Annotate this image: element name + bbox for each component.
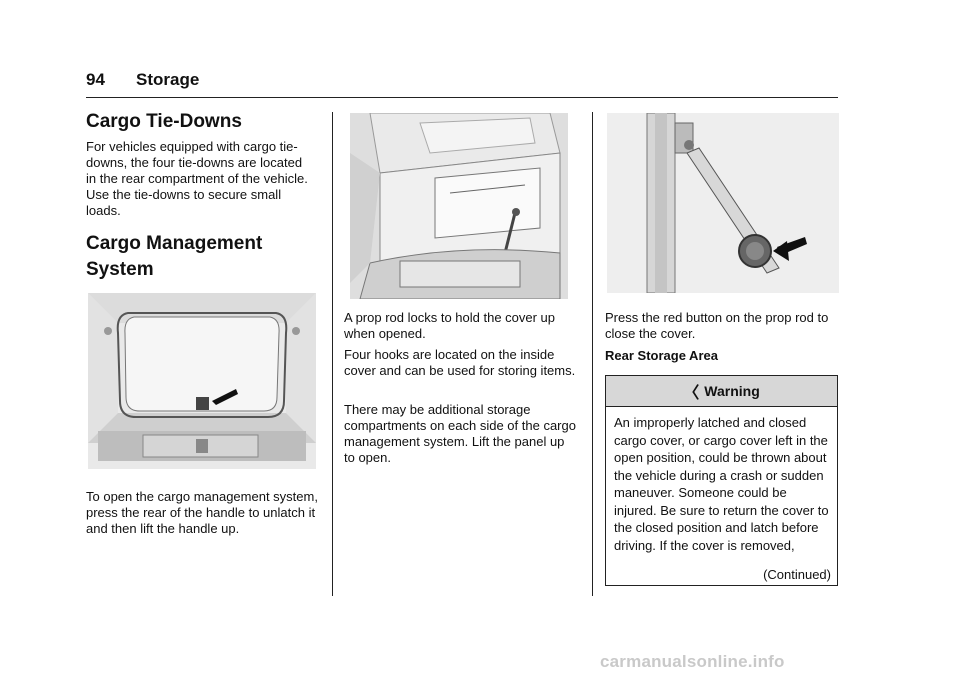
prop-rod-illustration [350, 113, 568, 299]
paragraph-open-instructions: To open the cargo management system, pre… [86, 489, 318, 536]
paragraph-storage-compartments: There may be additional storage compartm… [344, 402, 576, 465]
paragraph-hooks: Four hooks are located on the inside cov… [344, 347, 576, 378]
heading-cargo-management-system: Cargo Management System [86, 233, 263, 280]
warning-header: 〈 Warning [606, 376, 837, 407]
paragraph-prop-rod: A prop rod locks to hold the cover up wh… [344, 310, 556, 341]
section-title: Storage [136, 70, 200, 89]
warning-title: Warning [704, 383, 760, 399]
column-divider-2 [592, 112, 593, 596]
paragraph-tie-downs: For vehicles equipped with cargo tie-dow… [86, 139, 308, 218]
column-divider-1 [332, 112, 333, 596]
subheading-rear-storage-area: Rear Storage Area [605, 348, 718, 363]
continued-label: (Continued) [763, 567, 831, 582]
heading-cargo-tie-downs: Cargo Tie-Downs [86, 111, 242, 132]
warning-box: 〈 Warning An improperly latched and clos… [605, 375, 838, 586]
warning-text: An improperly latched and closed cargo c… [614, 415, 829, 553]
header-divider [86, 97, 838, 98]
watermark: carmanualsonline.info [600, 652, 785, 671]
page-number: 94 [86, 70, 105, 89]
prop-rod-button-illustration [607, 113, 839, 293]
paragraph-red-button: Press the red button on the prop rod to … [605, 310, 829, 341]
warning-icon: 〈 [683, 385, 700, 402]
cargo-management-illustration [88, 293, 316, 469]
